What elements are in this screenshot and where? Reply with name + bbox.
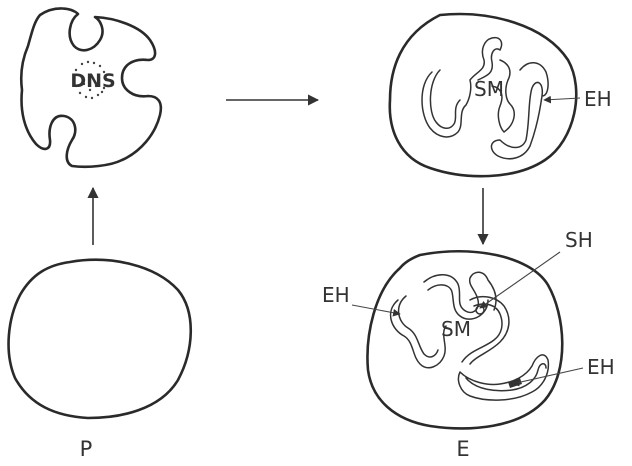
small-vesicle bbox=[476, 306, 484, 314]
label-sm-top: SM bbox=[474, 77, 504, 101]
leader-sh bbox=[480, 252, 560, 308]
label-sh: SH bbox=[565, 228, 593, 252]
lobed-cell-top-left: DNS bbox=[21, 8, 161, 166]
round-cell-p bbox=[9, 260, 191, 418]
leader-eh-top bbox=[544, 98, 580, 100]
label-dns: DNS bbox=[70, 70, 115, 92]
label-eh-top: EH bbox=[584, 87, 612, 111]
cell-top-right: SM EH bbox=[390, 14, 612, 176]
label-sm-bottom: SM bbox=[441, 317, 471, 341]
label-p: P bbox=[80, 437, 93, 461]
label-eh-right: EH bbox=[587, 355, 615, 379]
label-e: E bbox=[456, 437, 469, 461]
label-eh-left: EH bbox=[322, 283, 350, 307]
cell-bottom-right: SM SH EH EH bbox=[322, 228, 615, 428]
